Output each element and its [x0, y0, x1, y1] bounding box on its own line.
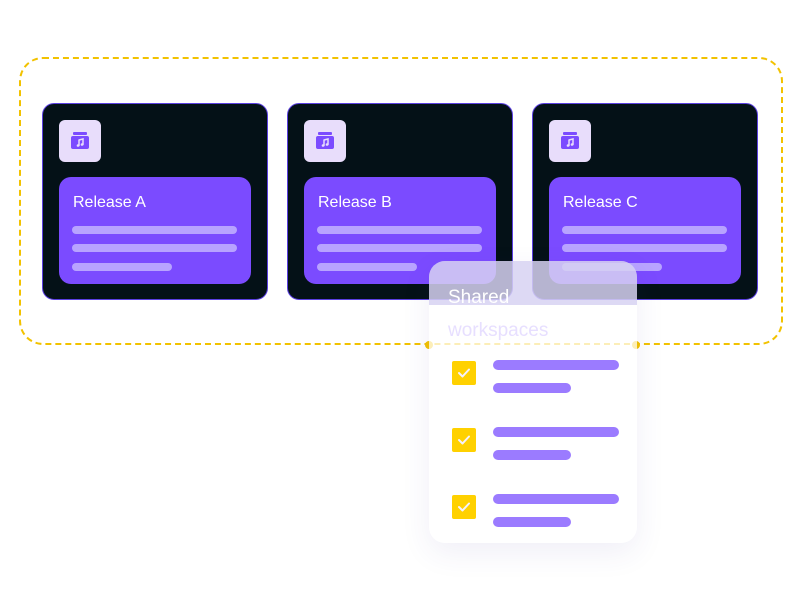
release-details-panel: Release A: [59, 177, 251, 284]
music-folder-icon: [59, 120, 101, 162]
music-folder-icon: [304, 120, 346, 162]
workspaces-title-line: workspaces: [448, 320, 549, 341]
checkbox[interactable]: [452, 361, 476, 385]
release-card-b[interactable]: Release B: [287, 103, 513, 300]
task-line-short: [493, 450, 571, 460]
release-title: Release A: [73, 194, 146, 211]
check-icon: [458, 502, 470, 512]
task-line-long: [493, 494, 619, 504]
task-line-short: [493, 517, 571, 527]
placeholder-line: [72, 244, 237, 252]
check-icon: [458, 368, 470, 378]
task-line-long: [493, 427, 619, 437]
placeholder-line: [317, 263, 417, 271]
task-line-long: [493, 360, 619, 370]
release-group-outline: [19, 57, 783, 345]
release-title: Release B: [318, 194, 392, 211]
placeholder-line: [317, 244, 482, 252]
shared-workspaces-panel[interactable]: Shared workspaces: [429, 261, 637, 543]
placeholder-line: [562, 226, 727, 234]
workspace-task-row-1[interactable]: [452, 360, 622, 396]
release-card-a[interactable]: Release A: [42, 103, 268, 300]
checkbox[interactable]: [452, 495, 476, 519]
check-icon: [458, 435, 470, 445]
workspace-task-row-2[interactable]: [452, 427, 622, 463]
placeholder-line: [317, 226, 482, 234]
shared-workspaces-title: Shared workspaces: [448, 281, 588, 347]
task-line-short: [493, 383, 571, 393]
music-folder-icon: [549, 120, 591, 162]
shared-title-line: Shared: [448, 287, 510, 308]
placeholder-line: [72, 226, 237, 234]
placeholder-line: [562, 244, 727, 252]
checkbox[interactable]: [452, 428, 476, 452]
release-title: Release C: [563, 194, 638, 211]
shared-workspaces-header: [429, 261, 637, 305]
placeholder-line: [72, 263, 172, 271]
workspace-task-row-3[interactable]: [452, 494, 622, 530]
